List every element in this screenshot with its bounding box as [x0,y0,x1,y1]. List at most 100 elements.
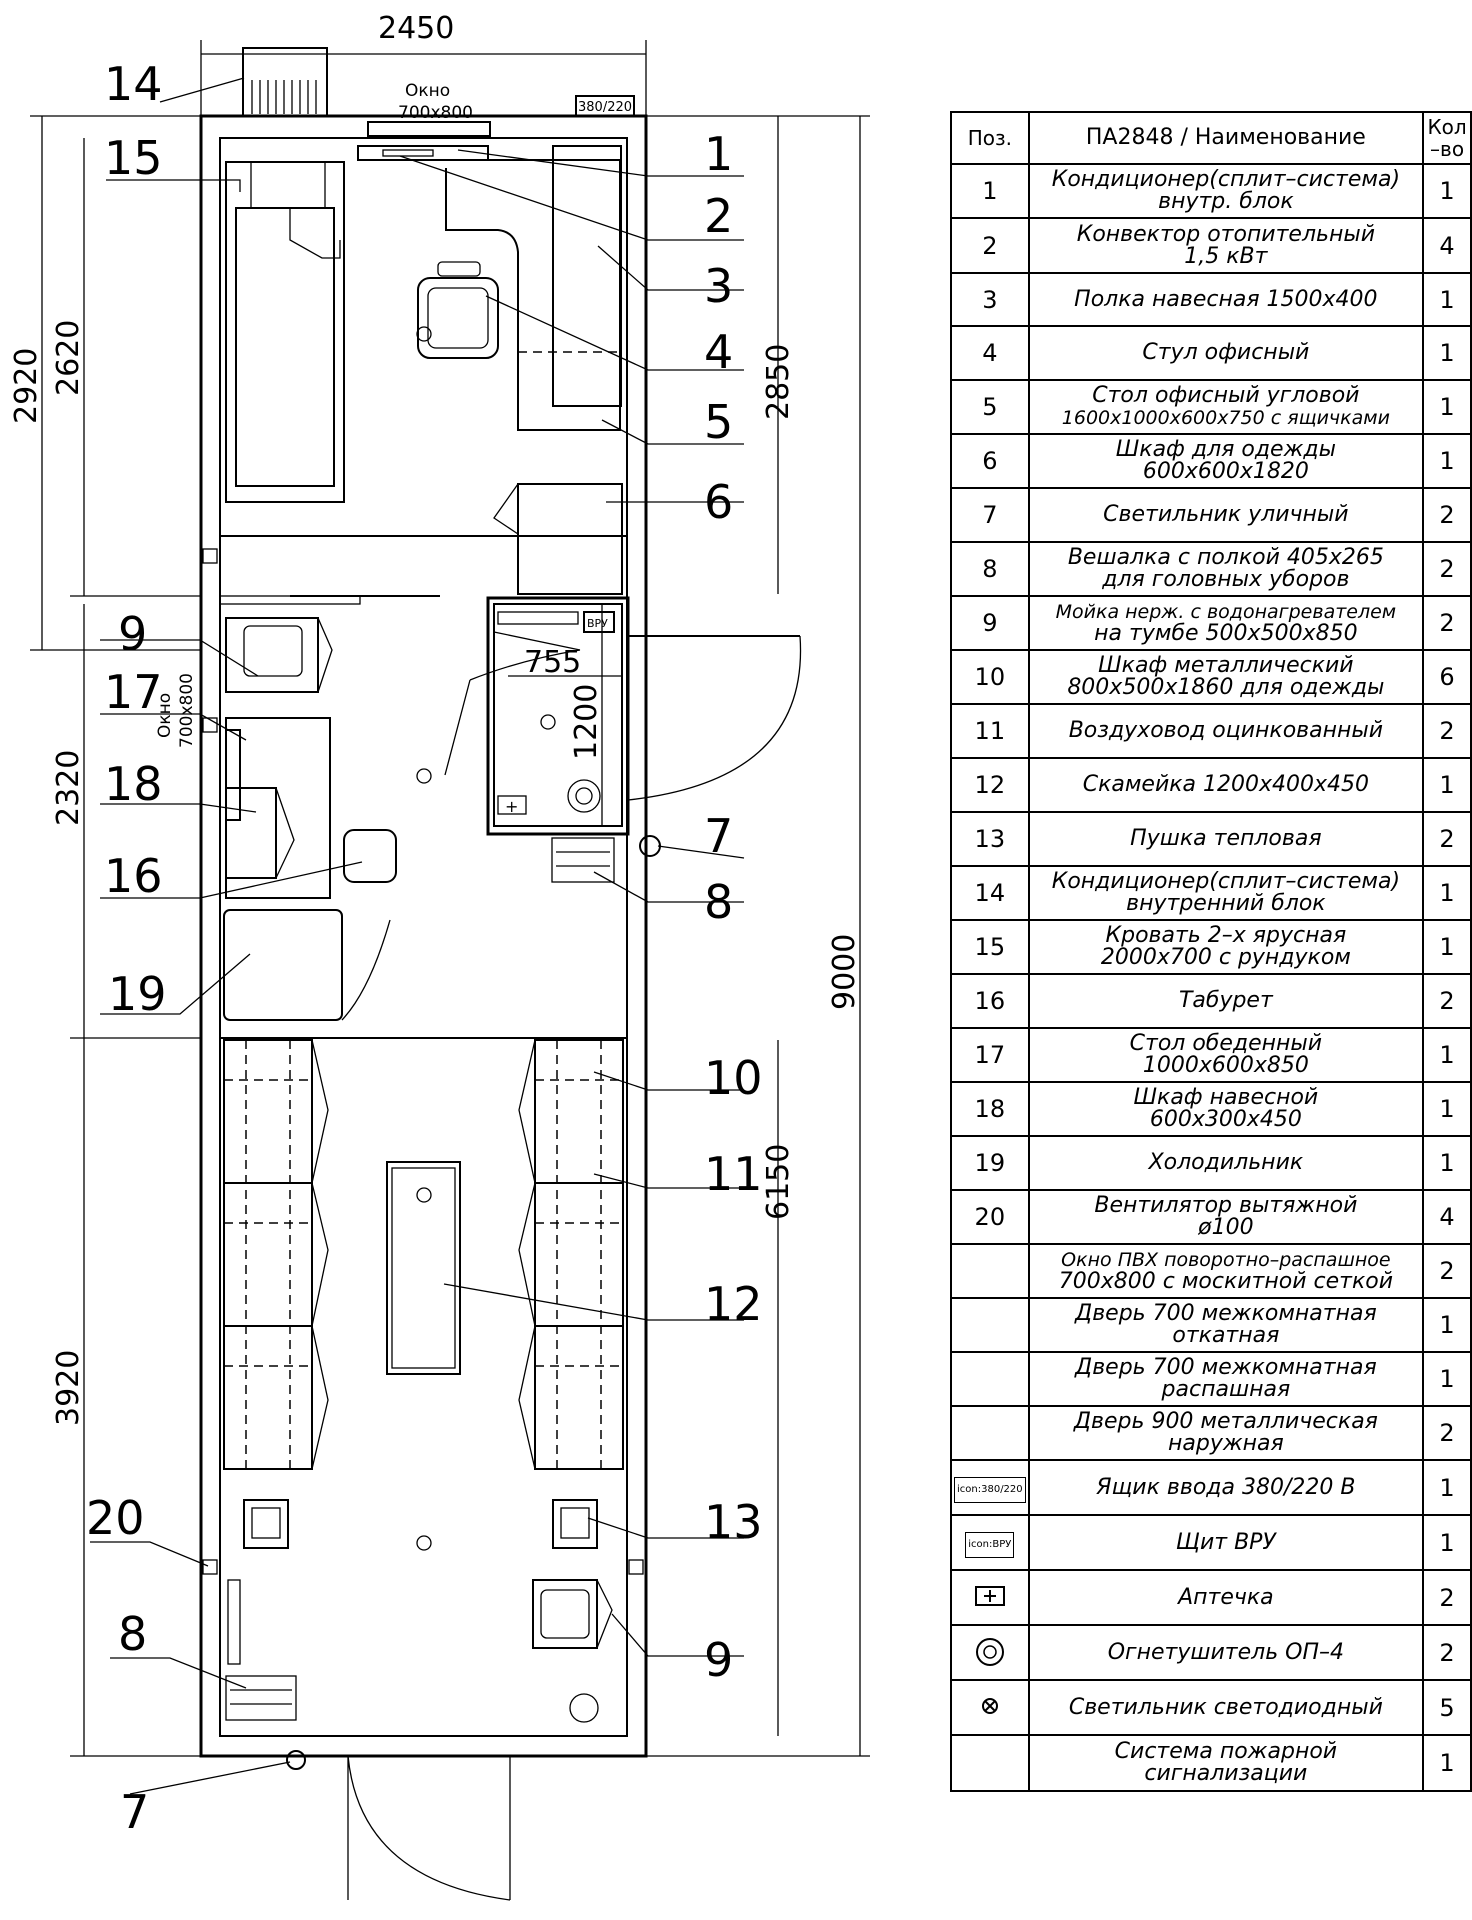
spec-qty: 1 [1422,1297,1472,1353]
vestibule [486,596,630,836]
spec-pos: 4 [950,325,1030,381]
callout-17: 17 [104,665,163,719]
dim-6150: 6150 [761,1144,796,1220]
dimension-lines [30,40,870,1757]
wall-shelf [552,145,622,407]
spec-qty: 2 [1422,541,1472,597]
spec-name: Табурет [1027,973,1425,1029]
spec-name: Полка навесная 1500х400 [1027,272,1425,327]
spec-name-line: Мойка нерж. с водонагревателем [1055,601,1397,623]
dim-2450: 2450 [378,11,454,46]
callout-12: 12 [704,1277,763,1331]
legend-icon: icon:380/220 [954,1476,1026,1503]
spec-name-line: Холодильник [1148,1150,1304,1175]
callout-16: 16 [104,849,163,903]
convector-3 [227,1579,241,1665]
spec-name: Ящик ввода 380/220 В [1027,1459,1425,1516]
spec-pos: 15 [950,919,1030,975]
stool [343,829,397,883]
spec-qty: 2 [1422,811,1472,867]
spec-name-line: Дверь 700 межкомнатная [1075,1301,1377,1326]
bed-locker [250,161,326,209]
header-qty: Кол –во [1422,111,1472,165]
spec-qty: 1 [1422,1135,1472,1191]
spec-pos: 14 [950,865,1030,921]
spec-qty: 1 [1422,919,1472,975]
sink-locker-bowl [540,1589,590,1639]
spec-name-line: Огнетушитель ОП–4 [1107,1639,1345,1665]
bench-inner [391,1167,456,1369]
spec-qty: 2 [1422,1624,1472,1681]
extinguisher-2 [569,1693,599,1723]
spec-qty: 1 [1422,1514,1472,1571]
spec-pos: 9 [950,595,1030,651]
header-qty-1: Кол [1427,115,1467,139]
side-window-label-2: 700х800 [177,673,197,748]
spec-name-line: Кондиционер(сплит–система) [1051,167,1401,192]
header-name: ПА2848 / Наименование [1027,111,1425,165]
door-leaf-inner [444,631,581,776]
spec-name-line: Воздуховод оцинкованный [1068,718,1384,743]
hanging-cabinet [225,787,277,879]
spec-header: Поз. ПА2848 / Наименование Кол –во [950,111,1472,165]
spec-name-line: Стул офисный [1142,340,1310,365]
spec-pos [950,1351,1030,1407]
spec-name-line: сигнализации [1144,1761,1308,1786]
callout-11: 11 [704,1147,763,1201]
door-swing-inner [469,649,581,681]
spec-pos [950,1734,1030,1792]
spec-name-line: Светильник светодиодный [1068,1694,1383,1720]
spec-name-line: Вентилятор вытяжной [1094,1193,1358,1218]
spec-pos [950,1624,1030,1681]
spec-qty: 5 [1422,1679,1472,1736]
callout-14: 14 [104,57,163,111]
dim-2320: 2320 [51,750,86,826]
street-light [639,835,661,857]
spec-pos: 5 [950,379,1030,435]
sink-9-top [225,617,319,693]
conditioner-indoor [357,145,489,161]
spec-pos: 18 [950,1081,1030,1137]
wardrobe-door [493,483,519,535]
spec-qty: 2 [1422,1405,1472,1461]
spec-name-line: Шкаф металлический [1098,653,1354,678]
callout-6: 6 [704,475,733,529]
spec-qty: 1 [1422,1081,1472,1137]
spec-pos: 7 [950,487,1030,543]
spec-qty: 2 [1422,973,1472,1029]
callout-19: 19 [108,967,167,1021]
office-chair-seat [427,287,489,349]
spec-name: Светильник светодиодный [1027,1679,1425,1736]
coat-hanger [551,837,615,883]
spec-name-line: на тумбе 500х500х850 [1094,621,1358,646]
spec-name: Воздуховод оцинкованный [1027,703,1425,759]
spec-name-line: Полка навесная 1500х400 [1074,286,1378,312]
spec-qty: 1 [1422,433,1472,489]
spec-qty: 4 [1422,217,1472,274]
spec-name-line: распашная [1161,1377,1291,1402]
spec-name-line: 700х800 с москитной сеткой [1058,1269,1393,1294]
spec-qty: 6 [1422,649,1472,705]
spec-qty: 1 [1422,1351,1472,1407]
spec-name: Аптечка [1027,1569,1425,1626]
spec-name: Пушка тепловая [1027,811,1425,867]
callout-3: 3 [704,259,733,313]
spec-name-line: Дверь 700 межкомнатная [1075,1355,1377,1380]
